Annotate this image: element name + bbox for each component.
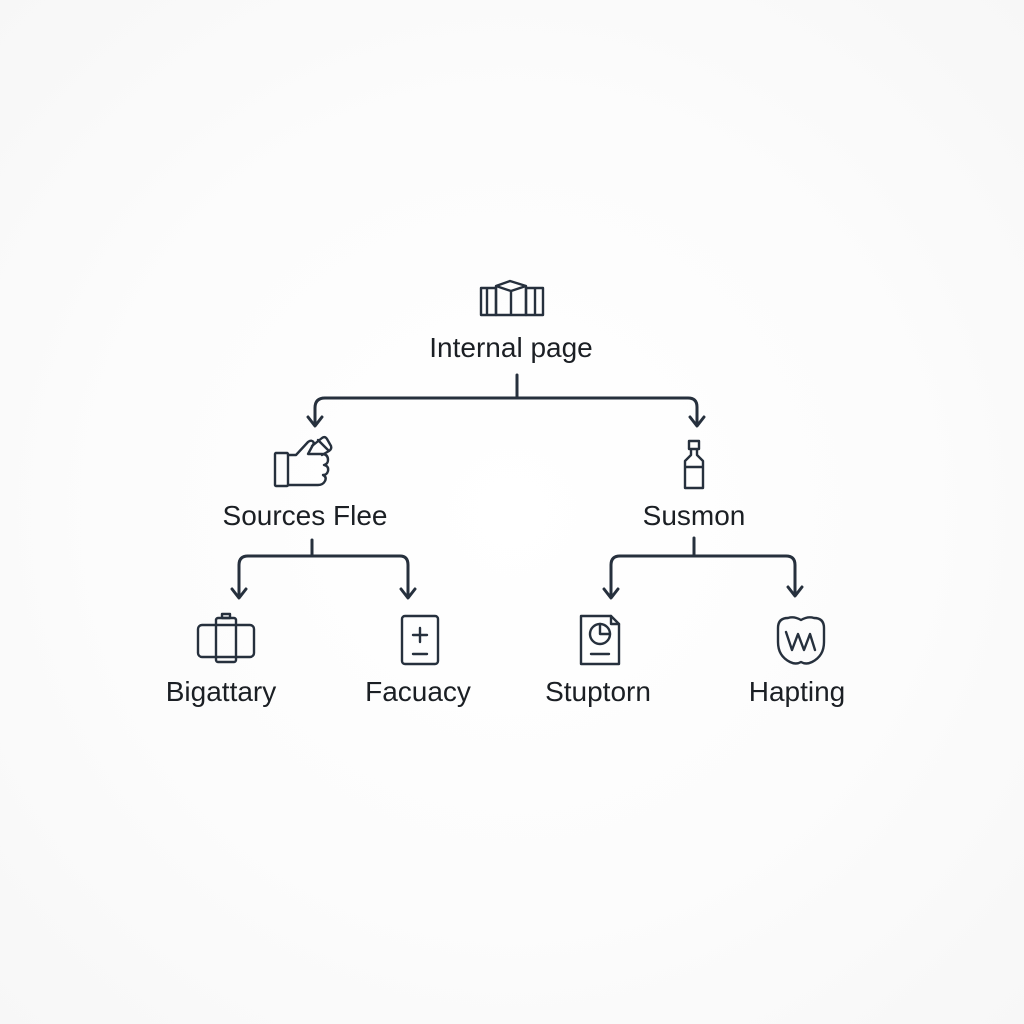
connector-sources-flee	[230, 538, 417, 600]
wave-badge-icon	[772, 612, 830, 668]
package-boxes-icon	[478, 278, 546, 320]
node-hapting-label: Hapting	[748, 676, 846, 707]
root-node-label: Internal page	[429, 332, 593, 363]
hand-holding-icon	[272, 432, 336, 492]
calculator-icon	[398, 612, 442, 668]
connector-root	[306, 373, 706, 428]
node-bigattary-label: Bigattary	[165, 676, 277, 707]
document-chart-icon	[576, 612, 624, 668]
node-susmon-label: Susmon	[642, 500, 746, 531]
battery-icon	[194, 612, 258, 666]
bottle-icon	[680, 438, 708, 492]
node-sources-flee-label: Sources Flee	[222, 500, 388, 531]
connector-susmon	[602, 536, 804, 600]
node-facuacy-label: Facuacy	[365, 676, 471, 707]
node-stuptorn-label: Stuptorn	[545, 676, 651, 707]
